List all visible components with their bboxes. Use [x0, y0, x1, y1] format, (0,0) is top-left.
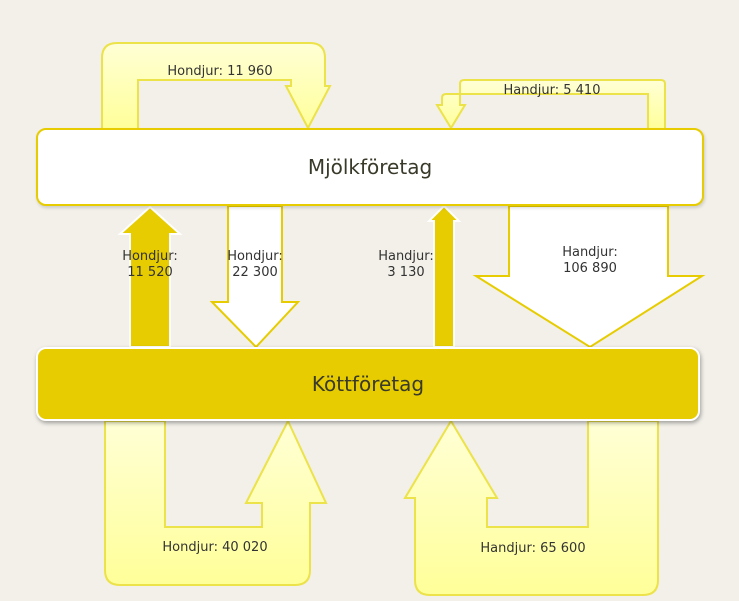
node-meat-label: Köttföretag: [311, 372, 425, 396]
flow-label-dairy-to-meat-male: Handjur: 106 890: [562, 245, 618, 276]
node-meat-company: Köttföretag: [36, 347, 700, 421]
loop-arrow-meat-male-body: [403, 419, 659, 596]
arrow-meat-to-dairy-female: [117, 205, 183, 348]
flow-label-dairy-loop-male: Handjur: 5 410: [503, 83, 601, 98]
arrow-meat-to-dairy-male: [426, 204, 462, 348]
flow-label-meat-to-dairy-female: Hondjur: 11 520: [122, 249, 178, 280]
loop-arrow-meat-female-body: [104, 418, 328, 586]
arrow-dairy-to-meat-male: [472, 205, 706, 349]
arrow-dairy-to-meat-female: [209, 205, 301, 349]
loop-arrow-dairy-female: [101, 42, 332, 131]
flow-label-dairy-to-meat-female: Hondjur: 22 300: [227, 249, 283, 280]
node-dairy-company: Mjölkföretag: [36, 128, 704, 206]
flow-label-meat-to-dairy-male: Handjur: 3 130: [378, 249, 434, 280]
flow-label-meat-loop-female: Hondjur: 40 020: [162, 540, 268, 555]
loop-arrow-dairy-male: [435, 79, 666, 131]
flow-label-dairy-loop-female: Hondjur: 11 960: [167, 64, 273, 79]
node-dairy-label: Mjölkföretag: [307, 155, 433, 179]
flow-label-meat-loop-male: Handjur: 65 600: [480, 541, 586, 556]
